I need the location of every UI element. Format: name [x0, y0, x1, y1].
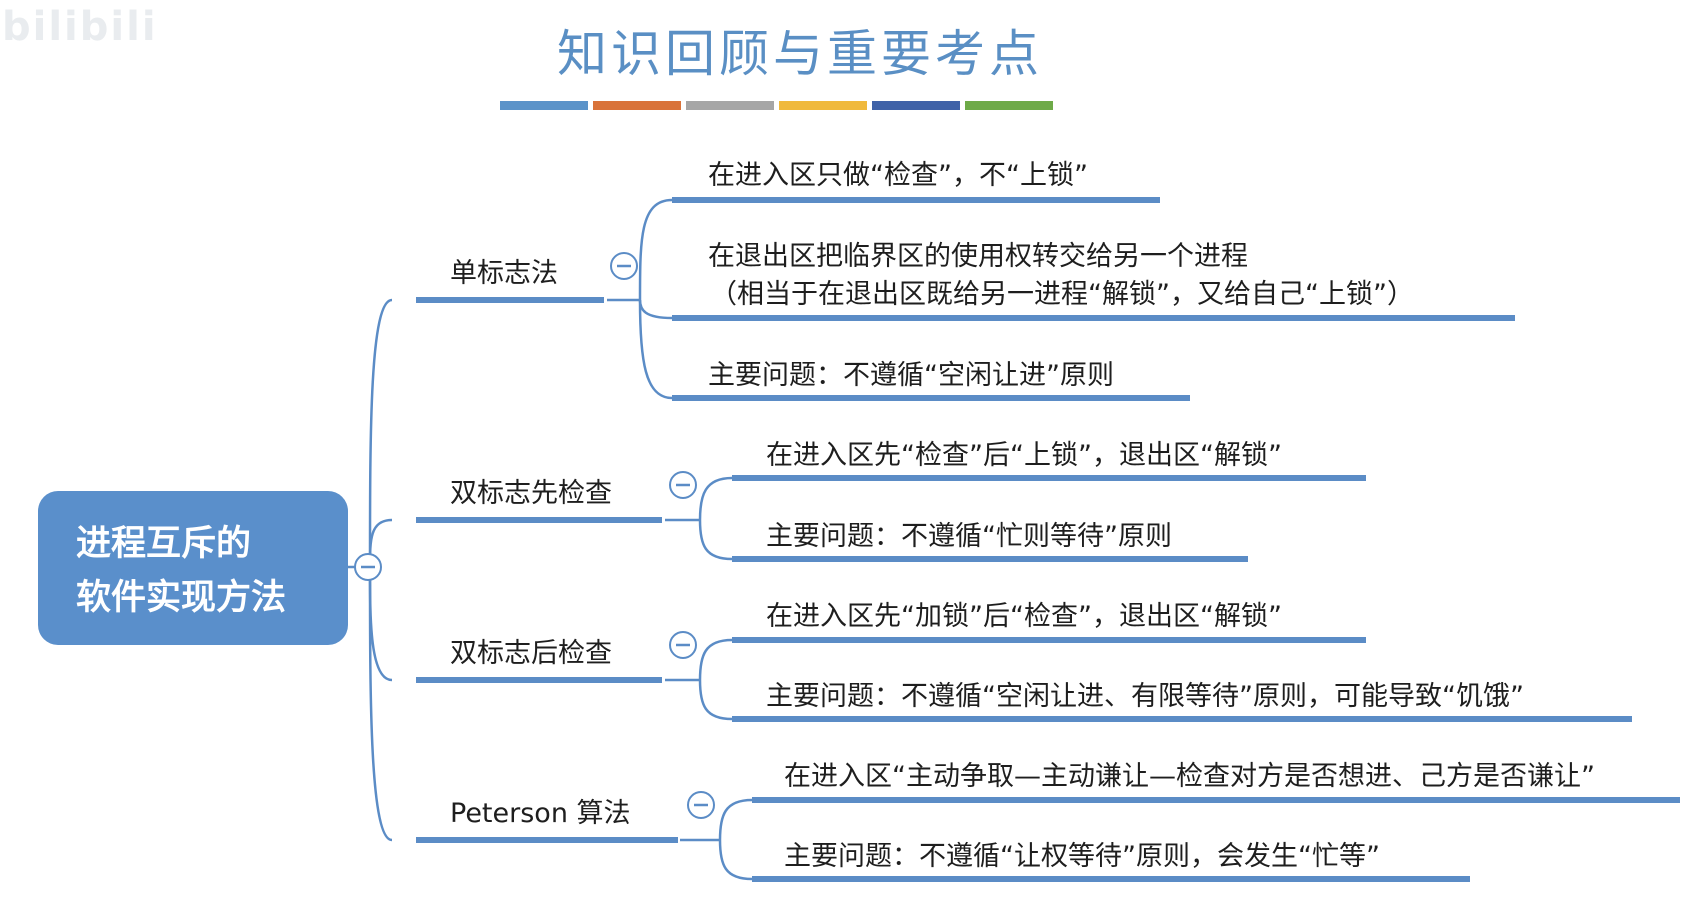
connector-b2-i2 [698, 519, 733, 561]
collapse-toggle-branch-4[interactable] [687, 791, 715, 819]
connector-b2-i1 [698, 476, 733, 521]
connector-b4-i1 [718, 798, 753, 841]
item-text[interactable]: 在进入区只做“检查”，不“上锁” [708, 160, 1088, 191]
item-text[interactable]: 在进入区先“检查”后“上锁”，退出区“解锁” [766, 440, 1282, 471]
collapse-toggle-branch-1[interactable] [610, 252, 638, 280]
item-text-continuation: （相当于在退出区既给另一进程“解锁”，又给自己“上锁”） [710, 279, 1414, 310]
item-text[interactable]: 主要问题：不遵循“忙则等待”原则 [766, 521, 1172, 552]
item-text[interactable]: 在进入区“主动争取—主动谦让—检查对方是否想进、己方是否谦让” [784, 761, 1595, 792]
connector-b1-i1 [638, 198, 673, 301]
connector-root-b1 [368, 298, 393, 568]
connector-b3-i1 [698, 638, 733, 681]
item-text[interactable]: 在进入区先“加锁”后“检查”，退出区“解锁” [766, 601, 1282, 632]
item-text[interactable]: 主要问题：不遵循“空闲让进”原则 [708, 360, 1114, 391]
branch-label-dual-flag-check-first[interactable]: 双标志先检查 [450, 478, 612, 509]
color-bar [872, 101, 960, 110]
item-text[interactable]: 在退出区把临界区的使用权转交给另一个进程 [708, 241, 1248, 272]
connector-root-b4 [368, 566, 393, 842]
branch-label-peterson[interactable]: Peterson 算法 [450, 798, 631, 829]
root-line-1: 进程互斥的 [76, 524, 252, 564]
watermark: bilibili [2, 4, 158, 50]
collapse-toggle-branch-2[interactable] [669, 471, 697, 499]
color-bar [686, 101, 774, 110]
collapse-toggle-branch-3[interactable] [669, 631, 697, 659]
connector-b3-i2 [698, 679, 733, 721]
item-text[interactable]: 主要问题：不遵循“让权等待”原则，会发生“忙等” [784, 841, 1380, 872]
root-node[interactable]: 进程互斥的 软件实现方法 [38, 491, 348, 645]
root-line-2: 软件实现方法 [76, 578, 287, 618]
connector-root-b3 [368, 566, 393, 682]
color-bar [965, 101, 1053, 110]
branch-label-single-flag[interactable]: 单标志法 [450, 258, 558, 289]
color-bar [500, 101, 588, 110]
color-bar [779, 101, 867, 110]
color-bar [593, 101, 681, 110]
connector-b1-i3 [638, 299, 673, 400]
branch-label-dual-flag-check-after[interactable]: 双标志后检查 [450, 638, 612, 669]
collapse-toggle-root[interactable] [354, 553, 382, 581]
page-title: 知识回顾与重要考点 [557, 25, 1043, 83]
connector-b1-i2 [638, 299, 673, 320]
connector-b4-i2 [718, 839, 753, 881]
item-text[interactable]: 主要问题：不遵循“空闲让进、有限等待”原则，可能导致“饥饿” [766, 681, 1524, 712]
